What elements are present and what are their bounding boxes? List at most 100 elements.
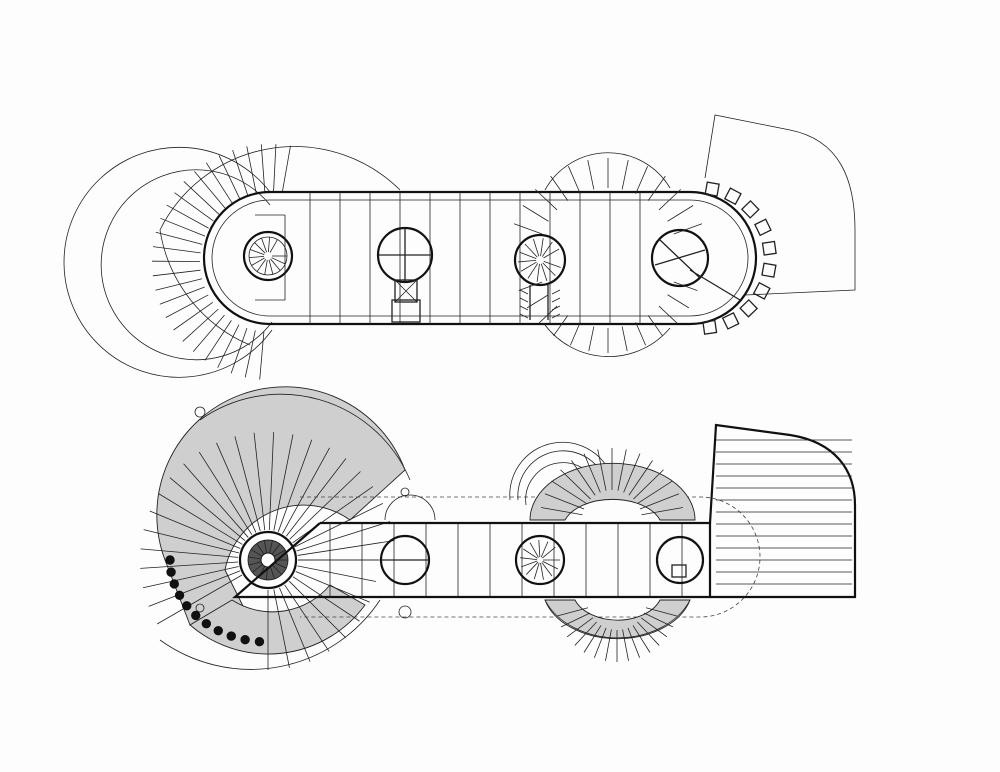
canopy-rib — [635, 322, 646, 346]
terrace-rib — [273, 434, 294, 531]
lower-paved-terrace — [140, 386, 411, 670]
stair-tread — [540, 263, 548, 282]
canopy-rib — [230, 327, 248, 374]
canopy-rib — [205, 162, 233, 204]
terrace-rib — [292, 486, 374, 544]
terrace-rib — [288, 580, 347, 639]
canopy-rib — [166, 204, 209, 229]
canopy-rib — [513, 223, 543, 235]
stair-tread — [254, 242, 266, 254]
canopy-rib — [152, 246, 201, 254]
terrace-rib — [637, 621, 660, 646]
terrace-rib — [294, 503, 383, 548]
column — [254, 636, 265, 647]
column — [213, 625, 223, 636]
canopy-rib — [658, 305, 678, 324]
terrace-rib — [268, 432, 274, 531]
terrace-rib — [636, 480, 673, 505]
terrace-rib — [574, 621, 597, 646]
column — [174, 590, 185, 601]
canopy-rib — [667, 294, 690, 309]
stair-tread — [523, 548, 538, 559]
canopy-rib — [553, 315, 569, 337]
stair-tread — [250, 249, 265, 256]
stair-tread — [252, 564, 263, 573]
canopy-rib — [534, 189, 558, 211]
upper-spiral-stair-left — [242, 214, 294, 301]
canopy-rib — [570, 322, 581, 346]
canopy-rib — [152, 269, 201, 277]
stair-tread — [274, 562, 287, 569]
terrace-rib — [605, 629, 612, 661]
column — [165, 555, 175, 565]
terrace-rib — [641, 507, 683, 516]
stair-tread — [273, 549, 286, 557]
canopy-rib — [658, 189, 682, 211]
stair-tooth — [551, 297, 561, 303]
terrace-rib — [292, 576, 360, 622]
terrace-rib — [551, 480, 588, 505]
stair-tread — [261, 238, 268, 253]
canopy-rib — [588, 326, 595, 352]
chain-block — [704, 181, 720, 197]
stair-tread — [519, 251, 537, 259]
stair-tread — [264, 259, 268, 275]
canopy-rib — [194, 171, 226, 209]
terrace-rib — [597, 449, 607, 491]
left-fan-canopy — [63, 144, 401, 380]
lower-small-markers — [194, 406, 412, 619]
chain-block — [740, 199, 760, 219]
column — [169, 579, 179, 589]
column — [201, 619, 212, 629]
terrace-rib — [149, 510, 241, 549]
canopy-rib — [522, 205, 549, 222]
column — [226, 631, 236, 641]
stair-tread — [270, 258, 281, 271]
terrace-rib — [297, 540, 395, 556]
middle-fan-canopy — [513, 152, 703, 357]
terrace-rib — [643, 612, 674, 628]
terrace-rib — [142, 566, 239, 589]
stair-tread — [525, 561, 539, 575]
canopy-rib — [246, 146, 257, 194]
chain-block — [752, 281, 771, 300]
terrace-rib — [143, 529, 239, 554]
canopy-rib — [621, 326, 628, 352]
canopy-rib — [673, 281, 698, 291]
canopy-rib — [568, 166, 581, 194]
canopy-rib — [526, 294, 549, 309]
terrace-rib — [593, 627, 607, 658]
terrace-rib — [560, 469, 591, 500]
terrace-rib — [140, 548, 239, 558]
stair-tread — [542, 262, 556, 277]
canopy-rib — [260, 144, 266, 193]
upper-floor-plan — [63, 114, 856, 380]
chain-block — [761, 240, 777, 256]
canopy-rib — [621, 159, 629, 190]
terrace-rib — [640, 617, 668, 638]
canopy-rib — [173, 302, 214, 331]
lower-paved-lower-arc — [544, 599, 691, 662]
terrace-rib — [583, 625, 602, 653]
stair-tooth — [519, 305, 529, 311]
stair-tread — [521, 560, 538, 568]
canopy-rib — [647, 315, 663, 337]
upper-circular-pod-1 — [376, 226, 434, 323]
upper-spiral-stair-middle — [513, 233, 567, 320]
terrace-rib — [277, 439, 313, 532]
stair-tread — [268, 259, 274, 275]
column — [240, 635, 250, 645]
stair-tooth — [551, 289, 561, 295]
terrace-rib — [198, 451, 253, 535]
canopy-rib — [160, 217, 206, 237]
terrace-rib — [632, 625, 651, 653]
terrace-rib — [297, 565, 376, 582]
canopy-rib — [217, 324, 240, 368]
canopy-rib — [518, 281, 543, 291]
terrace-rib — [216, 442, 257, 533]
column — [191, 610, 201, 621]
canopy-rib — [165, 294, 209, 318]
terrace-rib — [541, 507, 583, 516]
lower-circular-pod-2 — [655, 535, 705, 585]
